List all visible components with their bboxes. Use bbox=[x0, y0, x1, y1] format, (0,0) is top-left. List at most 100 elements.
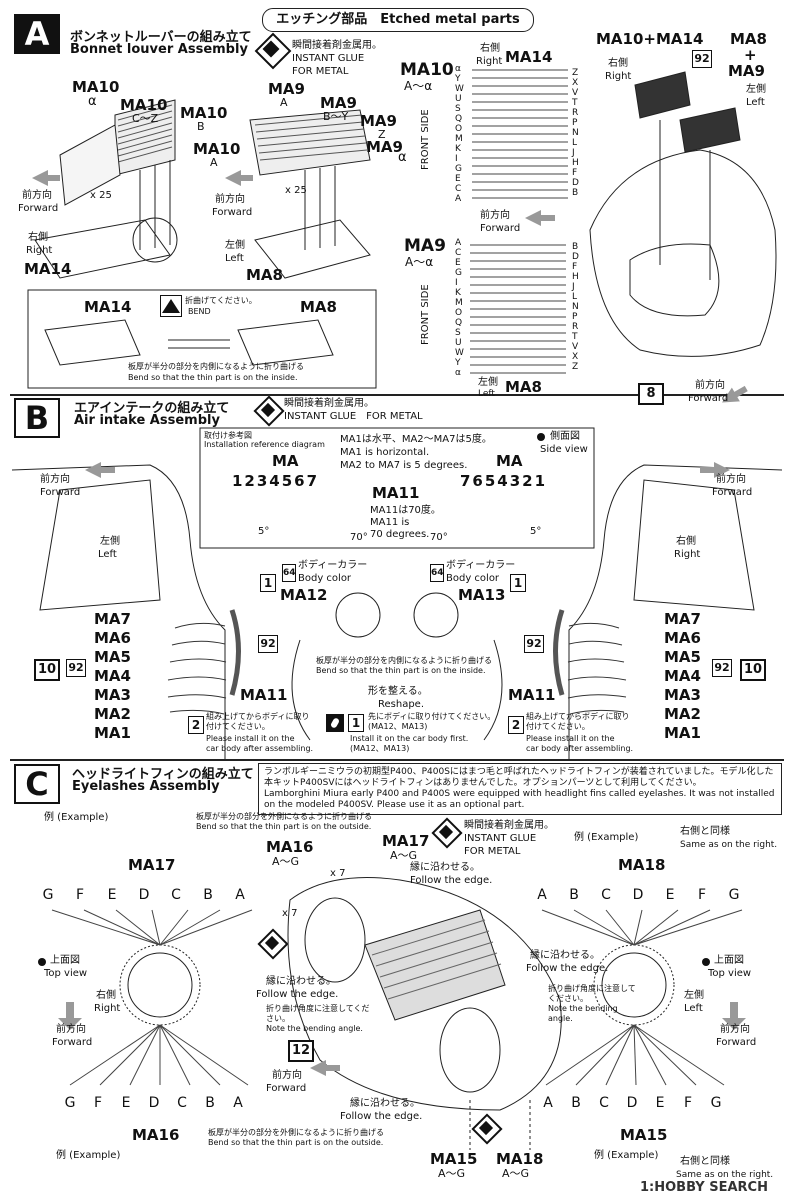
part-ma10-a-range: A bbox=[210, 156, 218, 169]
part-label: MA3 bbox=[94, 686, 131, 704]
c-edge1-jp: 縁に沿わせる。 bbox=[410, 862, 480, 873]
part-label: MA5 bbox=[94, 648, 131, 666]
ladder-letter: V bbox=[572, 342, 579, 352]
forward-en-b-left: Forward bbox=[40, 487, 81, 498]
part-label: MA1 bbox=[94, 724, 131, 742]
step-10-left: 10 bbox=[34, 659, 60, 681]
qty-x25-mid: x 25 bbox=[285, 185, 307, 196]
ref-ma9-ma8: MA8 bbox=[505, 378, 542, 396]
ref-title-jp: 取付け参考図 bbox=[204, 431, 252, 440]
ladder-letter: Y bbox=[455, 74, 461, 84]
ref-ma11: MA11 bbox=[372, 484, 420, 502]
ladder-letter: A bbox=[455, 194, 462, 204]
ladder-letter: P bbox=[572, 312, 578, 322]
ladder-letter: J bbox=[572, 148, 575, 158]
c-ma17: MA17 bbox=[128, 856, 176, 874]
ref-deg5-left: 5° bbox=[258, 526, 270, 537]
side-view-en: Side view bbox=[540, 444, 588, 455]
ref-ma10-side-en: Right bbox=[476, 56, 503, 67]
ladder-letter: O bbox=[455, 308, 463, 318]
c-center-ma15-range: A～G bbox=[438, 1167, 466, 1180]
fin-letter: G bbox=[710, 1095, 722, 1111]
glue-c-en2: FOR METAL bbox=[464, 846, 521, 857]
ladder-letter: K bbox=[455, 288, 461, 298]
ladder-letter: A bbox=[455, 238, 462, 248]
ref-ma11-note-en1: MA11 is bbox=[370, 517, 410, 528]
ladder-letter: α bbox=[455, 64, 461, 74]
part-ma9-z-range: Z bbox=[378, 128, 386, 141]
b-left-ma11: MA11 bbox=[240, 686, 288, 704]
c-right-forward-jp: 前方向 bbox=[720, 1024, 750, 1035]
b-first-parts: (MA12、MA13) bbox=[368, 722, 428, 731]
c-example-left: 例 (Example) bbox=[44, 812, 109, 823]
louver-left bbox=[34, 99, 178, 279]
section-b-badge: B bbox=[14, 398, 60, 438]
forward-jp-a-mid: 前方向 bbox=[215, 194, 245, 205]
part-ma10-cz-range: C～Z bbox=[132, 112, 159, 125]
c-left-side-en: Right bbox=[94, 1003, 121, 1014]
c-left-bottom-note-jp: 板厚が半分の部分を外側になるように折り曲げる bbox=[208, 1128, 384, 1137]
b-left-after-jp: 組み上げてからボディに取り付けてください。 bbox=[206, 712, 310, 731]
ref-ma10-side-jp: 右側 bbox=[480, 43, 500, 54]
glue-note-en2: FOR METAL bbox=[292, 66, 349, 77]
ladder-letter: M bbox=[455, 134, 463, 144]
part-label: MA3 bbox=[664, 686, 701, 704]
step-8: 8 bbox=[638, 383, 664, 405]
ladder-letter: Z bbox=[572, 68, 579, 78]
ref-ma9-front-side: FRONT SIDE bbox=[420, 284, 431, 345]
fin-letter: E bbox=[665, 887, 675, 903]
b-left-92a: 92 bbox=[66, 659, 86, 677]
c-left-side-jp: 右側 bbox=[96, 990, 116, 1001]
c-edge2-en: Follow the edge. bbox=[256, 989, 339, 1000]
side-en-b-left: Left bbox=[98, 549, 117, 560]
c-top-view-bullet-right-icon bbox=[702, 958, 710, 966]
glue-note-en1: INSTANT GLUE bbox=[292, 53, 365, 64]
c-left-forward-jp: 前方向 bbox=[56, 1024, 86, 1035]
ref-ma10-ma14: MA14 bbox=[505, 48, 553, 66]
ladder-letter: Q bbox=[455, 318, 463, 328]
c-center-x7a: x 7 bbox=[330, 868, 346, 879]
c-center-ma15: MA15 bbox=[430, 1150, 478, 1168]
ref-ma10-range: A～α bbox=[404, 79, 433, 93]
ladder-letter: I bbox=[455, 278, 458, 288]
b-left-92b: 92 bbox=[258, 635, 278, 653]
ref-ma11-note-en2: 70 degrees. bbox=[370, 529, 430, 540]
b-center-step1: 1 bbox=[348, 714, 364, 732]
fin-letter: E bbox=[121, 1095, 131, 1111]
c-right-bottom-same-jp: 右側と同様 bbox=[680, 1156, 730, 1167]
ladder-letter: H bbox=[572, 272, 579, 282]
b-right-color-en: Body color bbox=[446, 573, 500, 584]
louver-mid bbox=[249, 109, 371, 279]
part-ma10-b: MA10 bbox=[180, 104, 228, 122]
ladder-letter: V bbox=[572, 88, 579, 98]
c-top-view-bullet-icon bbox=[38, 958, 46, 966]
ladder-letter: C bbox=[455, 184, 462, 194]
ladder-letter: J bbox=[572, 282, 575, 292]
b-right-92a: 92 bbox=[712, 659, 732, 677]
side-jp-a-mid: 左側 bbox=[225, 240, 245, 251]
b-right-after-en1: Please install it on the bbox=[526, 734, 615, 743]
glue-c-en1: INSTANT GLUE bbox=[464, 833, 537, 844]
ladder-letter: H bbox=[572, 158, 579, 168]
forward-en-b-right: Forward bbox=[712, 487, 753, 498]
part-ma8-a: MA8 bbox=[246, 266, 283, 284]
bend-box-ma14: MA14 bbox=[84, 298, 132, 316]
fin-letter: E bbox=[655, 1095, 665, 1111]
side-jp-b-right: 右側 bbox=[676, 536, 696, 547]
combo-ma8: MA8 bbox=[730, 30, 767, 48]
watermark: 1:HOBBY SEARCH bbox=[640, 1180, 768, 1195]
part-label: MA7 bbox=[664, 610, 701, 628]
b-left-after-en1: Please install it on the bbox=[206, 734, 295, 743]
ladder-letter: S bbox=[455, 104, 461, 114]
c-example-right: 例 (Example) bbox=[574, 832, 639, 843]
forward-en-a-mid: Forward bbox=[212, 207, 253, 218]
fin-letter: F bbox=[683, 1095, 693, 1111]
fin-letter: D bbox=[138, 887, 150, 903]
fin-letter: C bbox=[171, 887, 181, 903]
ref-ma10-forward-jp: 前方向 bbox=[480, 210, 510, 221]
fin-letter: D bbox=[632, 887, 644, 903]
c-edge3-jp: 縁に沿わせる。 bbox=[530, 950, 600, 961]
glue-b-jp: 瞬間接着剤金属用。 bbox=[284, 398, 374, 409]
fin-letter: A bbox=[543, 1095, 553, 1111]
c-center-forward-jp: 前方向 bbox=[272, 1070, 302, 1081]
